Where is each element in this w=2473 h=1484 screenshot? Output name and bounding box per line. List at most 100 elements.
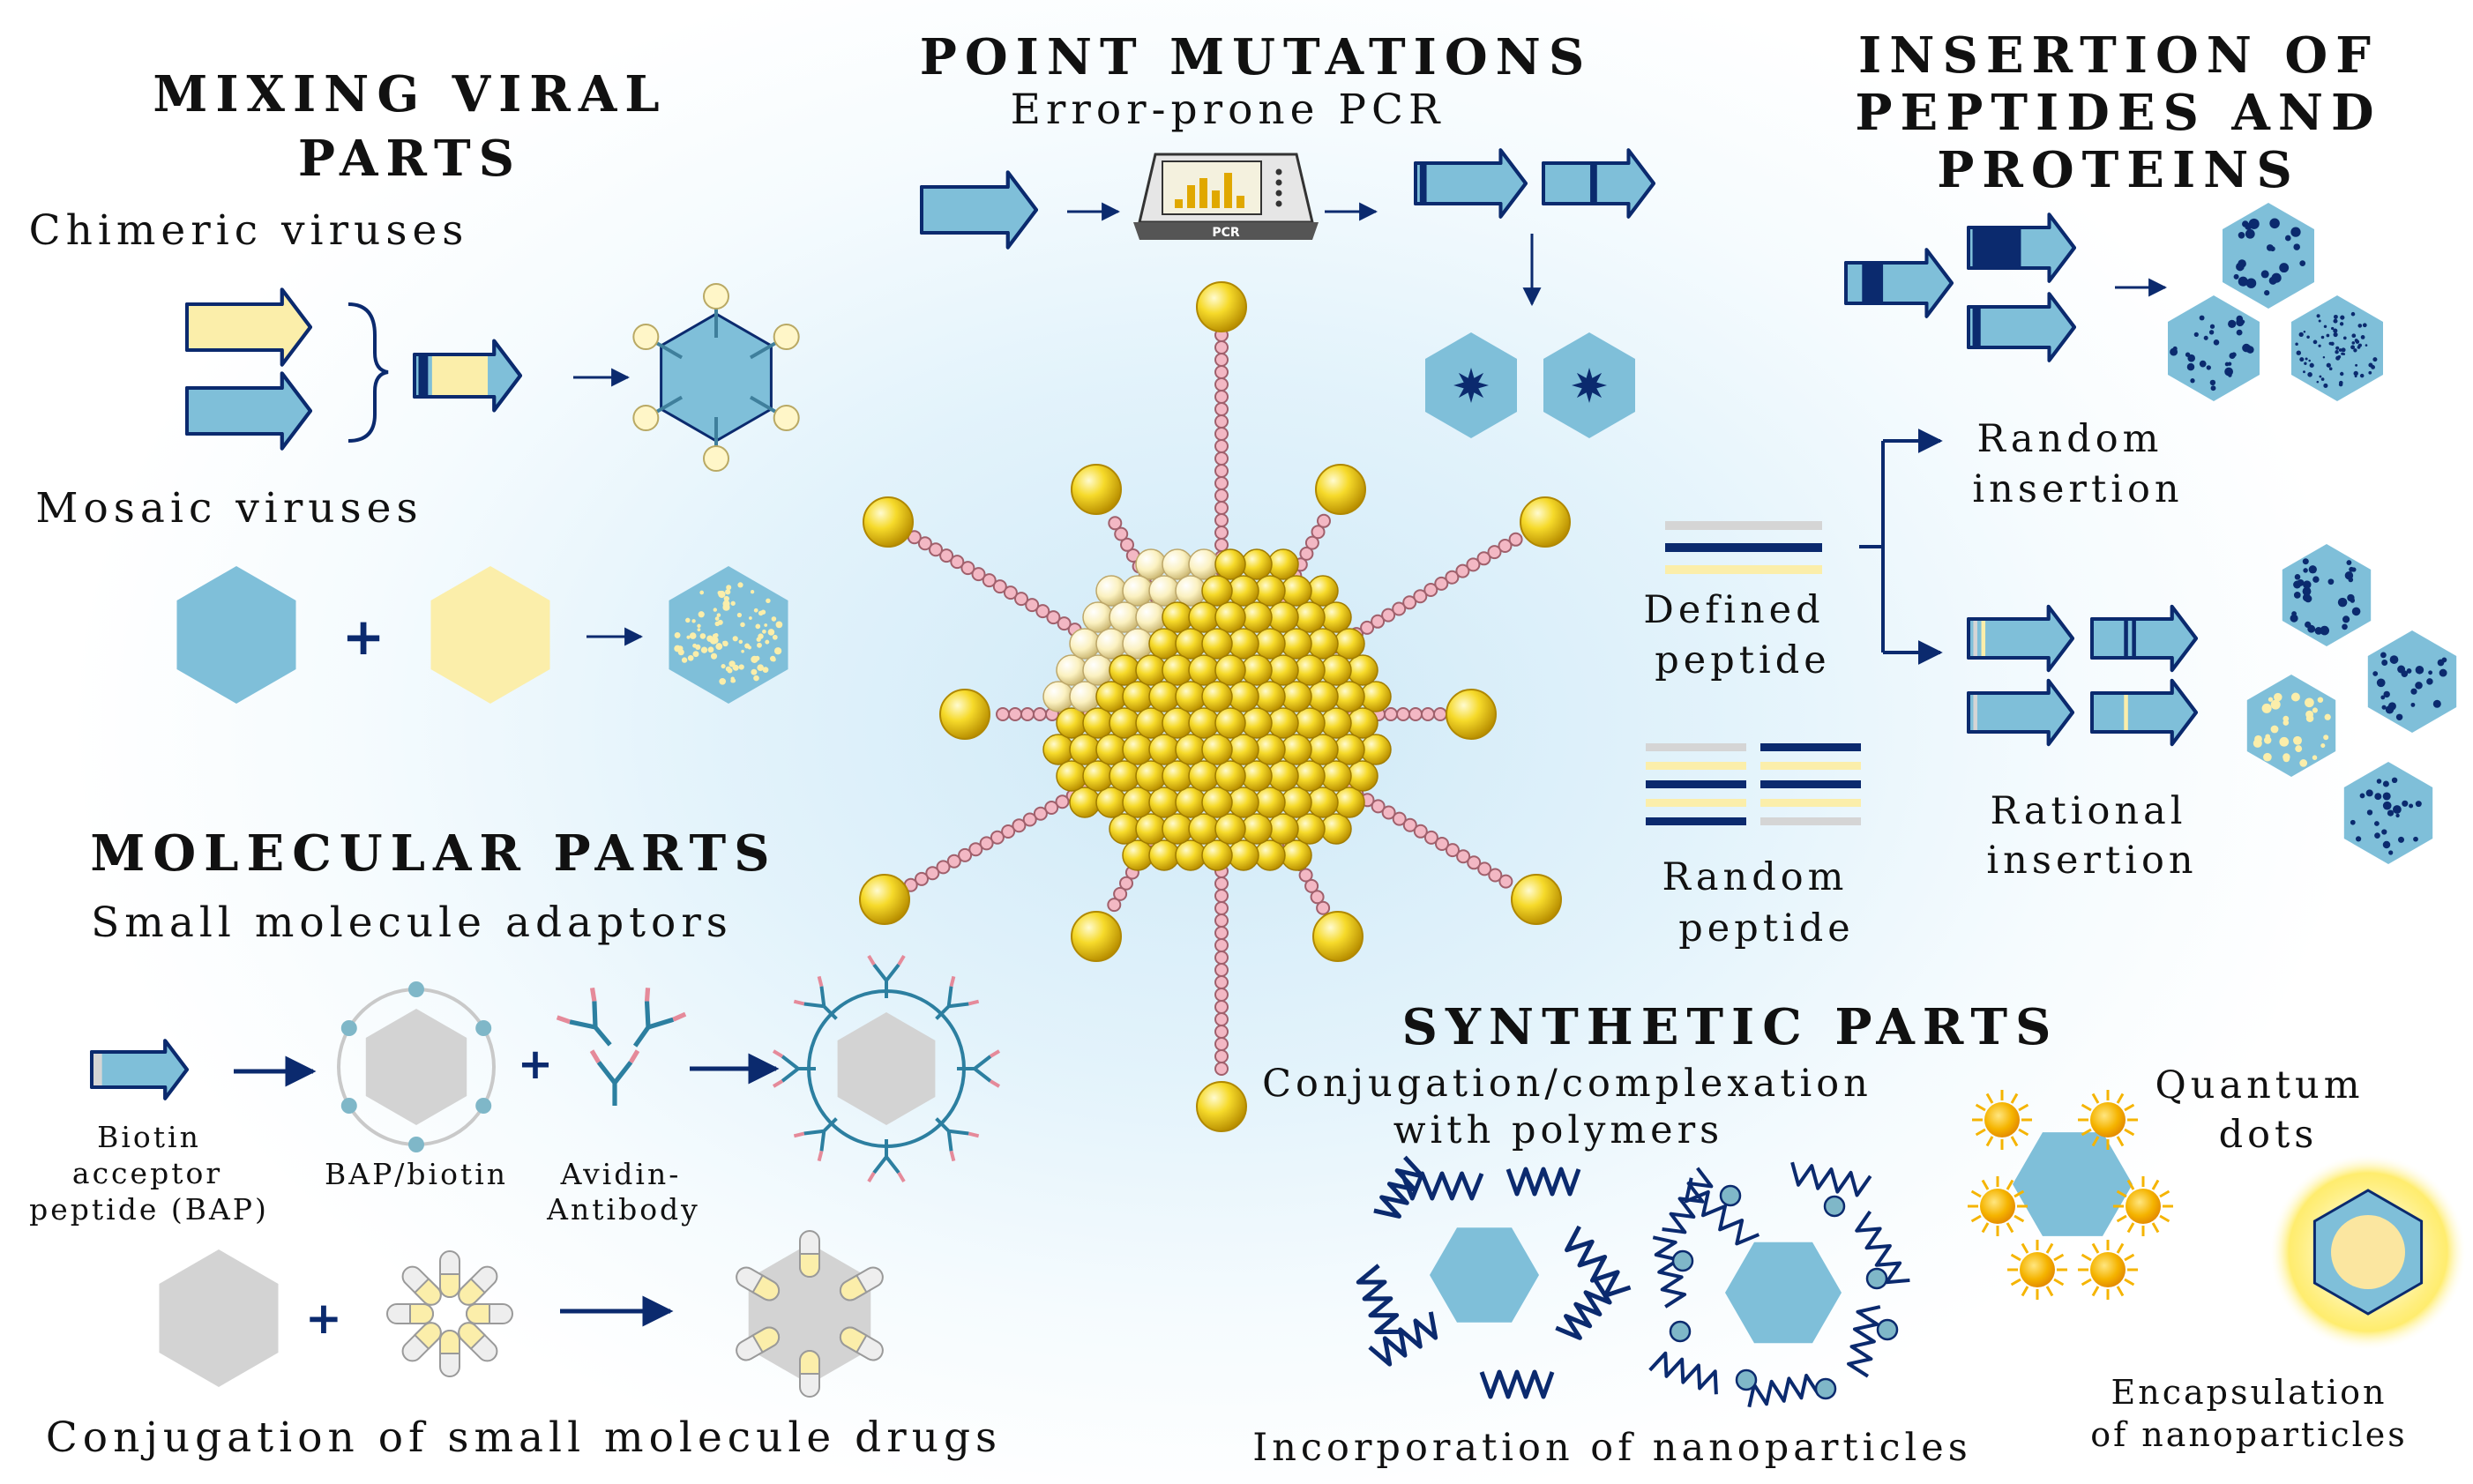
capsid-protein <box>1135 760 1167 792</box>
quantum-dot-ray <box>2081 1128 2092 1137</box>
drug-capsule-icon <box>466 1303 513 1324</box>
fiber-bead <box>1467 855 1482 870</box>
antibody-tip <box>817 1150 824 1162</box>
arrow-shape <box>920 170 1038 250</box>
capsid-protein <box>1042 681 1074 712</box>
quantum-dot-ray <box>2081 1253 2092 1262</box>
antibody-stem <box>569 1001 612 1047</box>
rational-insertion-line2: insertion <box>1986 839 2198 883</box>
biotin-dot <box>475 1098 492 1114</box>
peptide-dot <box>2206 365 2211 370</box>
peptide-dot <box>2376 678 2386 688</box>
mosaic-label: Mosaic viruses <box>35 484 423 533</box>
peptide-dot <box>2428 670 2432 675</box>
polymer-chain <box>1684 1177 1760 1246</box>
capsid-protein <box>1241 813 1273 845</box>
capsid-protein <box>1069 681 1101 712</box>
fiber-knob <box>1071 464 1122 515</box>
peptide-dot <box>2270 725 2279 734</box>
capsid-protein <box>1122 734 1154 765</box>
quantum-dot-ray <box>2116 1092 2125 1104</box>
peptide-dot <box>716 613 721 617</box>
capsule-half <box>751 1326 781 1353</box>
peptide-dot <box>2323 383 2328 388</box>
plus-icon: + <box>305 1293 342 1344</box>
antibody-tip <box>949 975 956 988</box>
peptide-dot <box>2337 354 2342 359</box>
quantum-dot-ray <box>2053 1278 2065 1286</box>
fiber-bead <box>1381 608 1396 623</box>
chimeric-gene-arrow <box>413 339 522 413</box>
peptide-dot <box>2331 326 2335 331</box>
fiber-bead <box>1108 516 1123 531</box>
fiber-bead <box>992 579 1007 594</box>
mosaic-parent-pale <box>430 566 550 704</box>
nanoparticle-virus-icon <box>1648 1161 1910 1408</box>
peptide-dot <box>2347 593 2355 602</box>
peptide-strand <box>1646 743 1746 751</box>
capsid-protein <box>1254 628 1286 660</box>
virus-fiber <box>1196 281 1247 589</box>
drug-capsule-icon <box>458 1322 498 1362</box>
fiber-bead <box>1434 576 1449 591</box>
peptide-dot <box>2410 688 2417 695</box>
peptide-dot <box>2284 235 2291 242</box>
peptide-dot <box>2298 332 2304 338</box>
fiber-bead <box>1214 476 1229 490</box>
peptide-dot <box>2307 372 2312 377</box>
bap-capsid <box>365 1009 467 1125</box>
peptide-dot <box>736 612 743 618</box>
quantum-dot-capsid <box>2013 1132 2133 1236</box>
plus-icon: + <box>342 607 385 667</box>
capsid-protein <box>1201 787 1233 818</box>
small-insert-dots <box>2295 311 2378 388</box>
peptide-dot <box>732 636 738 642</box>
peptide-dot <box>2383 690 2390 698</box>
peptide-dot <box>2381 829 2387 835</box>
peptide-dot <box>758 633 764 639</box>
bap-biotin-label: BAP/biotin <box>324 1157 509 1191</box>
capsid-protein <box>1267 707 1299 739</box>
fiber-knob <box>1315 464 1366 515</box>
fiber-bead <box>1498 539 1513 553</box>
capsid-protein <box>1188 760 1220 792</box>
fiber-bead <box>1214 340 1229 354</box>
peptide-dot <box>2209 379 2216 386</box>
peptide-dot <box>2305 714 2314 722</box>
capsid-protein <box>1162 760 1193 792</box>
capsid-protein <box>1267 760 1299 792</box>
fiber-bead <box>1214 914 1229 928</box>
capsid-protein <box>1360 681 1392 712</box>
peptide-dot <box>731 678 736 683</box>
pcr-label: PCR <box>1212 226 1240 240</box>
peptide-dot <box>2320 742 2326 749</box>
fiber-bead <box>1057 616 1072 631</box>
capsule-half <box>751 1274 781 1301</box>
capsid-protein <box>1095 628 1127 660</box>
peptide-dot <box>2333 318 2338 324</box>
virus-fiber <box>1196 839 1247 1132</box>
capsid-protein <box>1082 707 1114 739</box>
peptide-dot <box>2303 568 2308 573</box>
peptide-dot <box>2199 360 2207 368</box>
quantum-dot-ray <box>1981 1222 1990 1234</box>
quantum-dot-core <box>2020 1252 2055 1287</box>
fiber-bead <box>1214 938 1229 952</box>
peptide-dot <box>2344 570 2354 580</box>
insertion-title-line2: PEPTIDES AND <box>1855 84 2382 142</box>
peptide-dot <box>2186 362 2195 371</box>
peptide-dot <box>2381 660 2388 666</box>
pcr-button <box>1275 179 1282 186</box>
capsid-protein <box>1095 734 1127 765</box>
nanoparticle-dot <box>1814 1377 1837 1400</box>
peptide-dot <box>2397 836 2405 843</box>
capsid-protein <box>1056 760 1087 792</box>
peptide-dot <box>2439 668 2447 677</box>
polymer-chain <box>1847 1305 1881 1378</box>
capsid-protein <box>1228 575 1259 607</box>
quantum-dot-ray <box>2124 1103 2135 1112</box>
peptide-dot <box>2268 276 2277 285</box>
capsid-protein <box>1254 787 1286 818</box>
arrow-band <box>2124 695 2128 730</box>
peptide-dot <box>2270 699 2281 710</box>
